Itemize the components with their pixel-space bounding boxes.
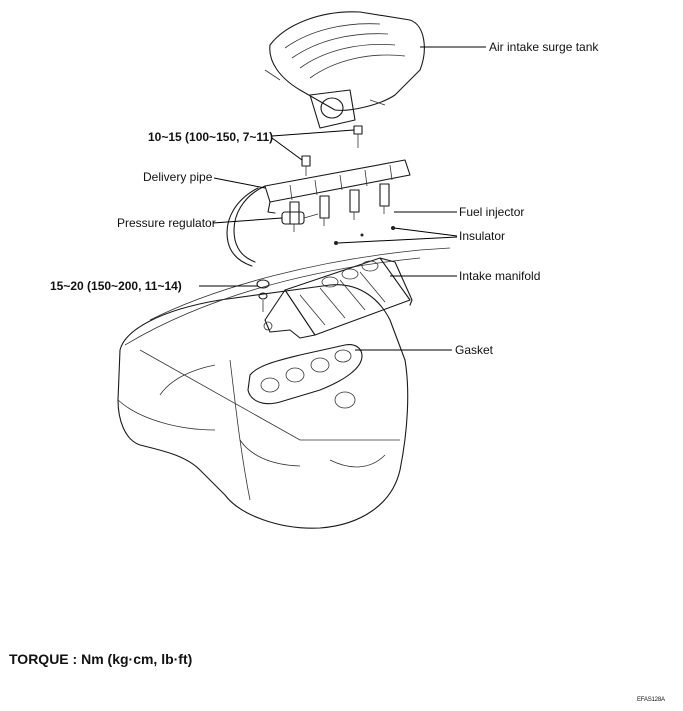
delivery-pipe-part bbox=[226, 159, 411, 267]
pressure-regulator-part bbox=[281, 211, 319, 225]
intake-manifold-part bbox=[263, 257, 413, 339]
figure-code: EFAS128A bbox=[637, 697, 665, 703]
upper-bolts bbox=[301, 125, 363, 176]
delivery-pipe-label: Delivery pipe bbox=[143, 170, 213, 184]
engine-block bbox=[117, 247, 451, 529]
insulator-label: Insulator bbox=[459, 229, 506, 243]
intake-manifold-label: Intake manifold bbox=[459, 269, 541, 283]
pressure-regulator-label: Pressure regulator bbox=[117, 216, 216, 230]
lower-torque-label: 15~20 (150~200, 11~14) bbox=[50, 279, 182, 293]
torque-unit-note: TORQUE : Nm (kg·cm, lb·ft) bbox=[9, 651, 193, 667]
upper-torque-label: 10~15 (100~150, 7~11) bbox=[148, 130, 274, 144]
fuel-injector-label: Fuel injector bbox=[459, 205, 525, 219]
insulator-parts bbox=[334, 226, 395, 245]
surge-tank-part bbox=[264, 11, 425, 129]
gasket-label: Gasket bbox=[455, 343, 494, 357]
fuel-injectors-part bbox=[289, 183, 390, 232]
lower-bolt bbox=[256, 279, 270, 312]
leader-lines bbox=[199, 46, 486, 351]
gasket-part bbox=[247, 344, 363, 405]
surge-tank-label: Air intake surge tank bbox=[489, 40, 599, 54]
